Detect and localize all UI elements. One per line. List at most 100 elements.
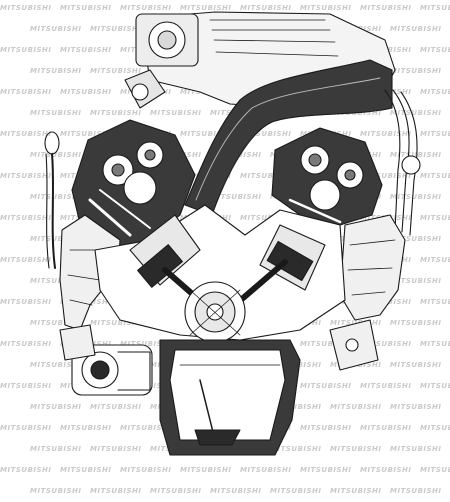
watermark-text: MITSUBISHI [0,4,52,12]
watermark-text: MITSUBISHI [0,214,52,222]
watermark-text: MITSUBISHI [90,25,142,33]
watermark-text: MITSUBISHI [390,235,442,243]
watermark-text: MITSUBISHI [60,466,112,474]
intake-runner [184,59,393,216]
watermark-text: MITSUBISHI [390,319,442,327]
watermark-text: MITSUBISHI [420,130,450,138]
watermark-text: MITSUBISHI [330,487,382,495]
watermark-text: MITSUBISHI [90,109,142,117]
watermark-text: MITSUBISHI [60,46,112,54]
watermark-text: MITSUBISHI [180,130,232,138]
watermark-text: MITSUBISHI [360,424,412,432]
watermark-text: MITSUBISHI [390,361,442,369]
watermark-text: MITSUBISHI [30,109,82,117]
watermark-text: MITSUBISHI [300,382,352,390]
watermark-text: MITSUBISHI [90,445,142,453]
watermark-text: MITSUBISHI [0,340,52,348]
watermark-text: MITSUBISHI [390,25,442,33]
watermark-text: MITSUBISHI [240,214,292,222]
watermark-text: MITSUBISHI [90,319,142,327]
watermark-text: MITSUBISHI [330,319,382,327]
watermark-text: MITSUBISHI [30,193,82,201]
watermark-text: MITSUBISHI [30,277,82,285]
watermark-text: MITSUBISHI [390,403,442,411]
watermark-text: MITSUBISHI [240,130,292,138]
watermark-text: MITSUBISHI [0,172,52,180]
watermark-text: MITSUBISHI [0,256,52,264]
watermark-text: MITSUBISHI [120,466,172,474]
watermark-text: MITSUBISHI [240,172,292,180]
starter-motor [71,344,153,396]
watermark-text: MITSUBISHI [420,4,450,12]
watermark-text: MITSUBISHI [30,361,82,369]
watermark-text: MITSUBISHI [420,46,450,54]
watermark-text: MITSUBISHI [330,445,382,453]
watermark-text: MITSUBISHI [300,424,352,432]
watermark-text: MITSUBISHI [240,4,292,12]
watermark-text: MITSUBISHI [120,424,172,432]
watermark-text: MITSUBISHI [0,424,52,432]
watermark-text: MITSUBISHI [60,88,112,96]
dipstick [44,131,60,269]
watermark-text: MITSUBISHI [420,424,450,432]
left-cylinder-head [71,119,196,251]
watermark-text: MITSUBISHI [210,487,262,495]
watermark-text: MITSUBISHI [300,466,352,474]
watermark-text: MITSUBISHI [420,466,450,474]
watermark-text: MITSUBISHI [360,172,412,180]
watermark-text: MITSUBISHI [420,256,450,264]
oil-pan [159,339,301,456]
watermark-text: MITSUBISHI [150,487,202,495]
watermark-text: MITSUBISHI [270,403,322,411]
watermark-text: MITSUBISHI [30,487,82,495]
watermark-text: MITSUBISHI [30,403,82,411]
watermark-text: MITSUBISHI [120,340,172,348]
watermark-text: MITSUBISHI [30,445,82,453]
watermark-text: MITSUBISHI [390,151,442,159]
watermark-text: MITSUBISHI [390,487,442,495]
watermark-text: MITSUBISHI [30,319,82,327]
watermark-text: MITSUBISHI [390,445,442,453]
watermark-text: MITSUBISHI [390,109,442,117]
watermark-text: MITSUBISHI [360,382,412,390]
watermark-text: MITSUBISHI [360,130,412,138]
watermark-text: MITSUBISHI [270,445,322,453]
watermark-text: MITSUBISHI [60,130,112,138]
watermark-text: MITSUBISHI [420,172,450,180]
watermark-text: MITSUBISHI [120,4,172,12]
watermark-text: MITSUBISHI [420,88,450,96]
watermark-text: MITSUBISHI [90,487,142,495]
watermark-text: MITSUBISHI [90,67,142,75]
watermark-text: MITSUBISHI [360,466,412,474]
watermark-text: MITSUBISHI [420,382,450,390]
watermark-text: MITSUBISHI [60,4,112,12]
watermark-text: MITSUBISHI [330,403,382,411]
watermark-text: MITSUBISHI [360,340,412,348]
watermark-text: MITSUBISHI [0,382,52,390]
watermark-text: MITSUBISHI [420,298,450,306]
watermark-text: MITSUBISHI [420,214,450,222]
watermark-text: MITSUBISHI [90,403,142,411]
watermark-text: MITSUBISHI [390,193,442,201]
watermark-text: MITSUBISHI [150,109,202,117]
watermark-text: MITSUBISHI [420,340,450,348]
watermark-text: MITSUBISHI [0,130,52,138]
watermark-text: MITSUBISHI [240,466,292,474]
engine-block [94,204,346,341]
watermark-text: MITSUBISHI [270,487,322,495]
crankshaft [184,281,246,343]
watermark-text: MITSUBISHI [390,277,442,285]
watermark-text: MITSUBISHI [360,4,412,12]
watermark-text: MITSUBISHI [0,466,52,474]
watermark-text: MITSUBISHI [60,424,112,432]
watermark-text: MITSUBISHI [0,298,52,306]
watermark-text: MITSUBISHI [30,151,82,159]
watermark-text: MITSUBISHI [0,88,52,96]
watermark-text: MITSUBISHI [390,67,442,75]
right-cylinder-head [271,127,383,226]
watermark-text: MITSUBISHI [210,193,262,201]
watermark-text: MITSUBISHI [30,235,82,243]
fuel-pipes [384,89,421,236]
side-brackets [59,319,379,371]
